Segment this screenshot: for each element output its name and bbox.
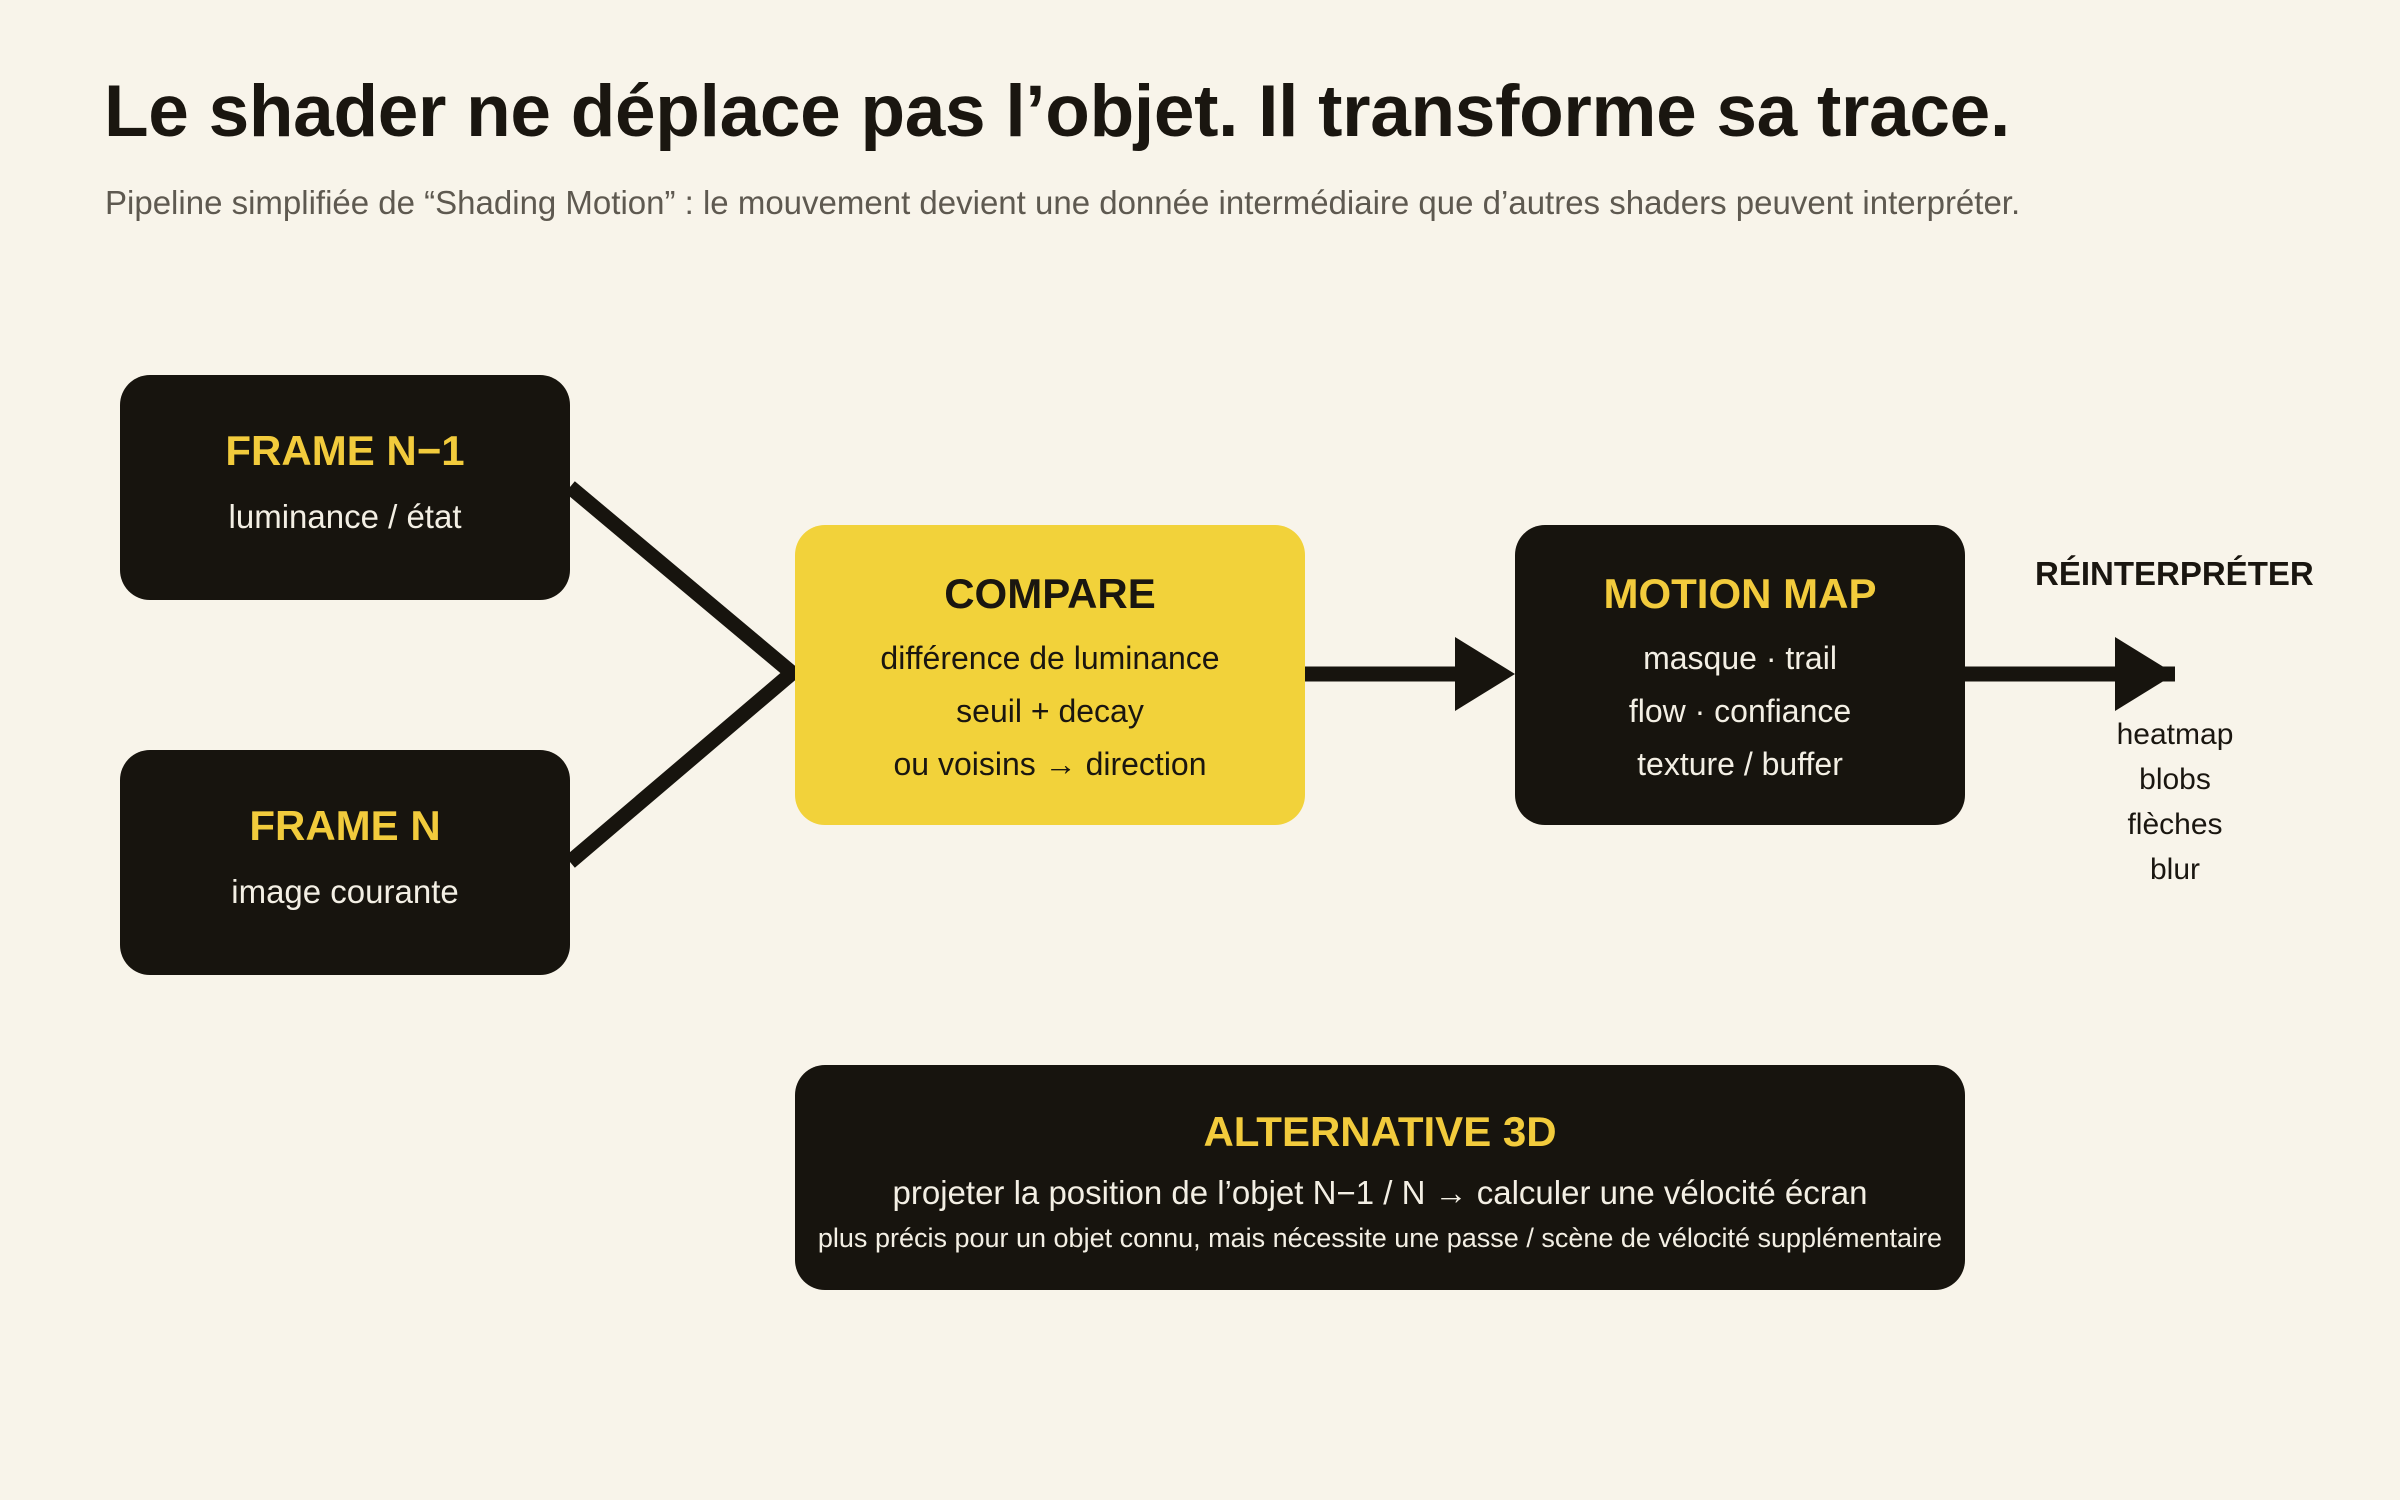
merge-connector xyxy=(565,481,804,868)
page-subtitle: Pipeline simplifiée de “Shading Motion” … xyxy=(105,184,2021,221)
reinterpret-label: RÉINTERPRÉTER xyxy=(2035,555,2314,592)
frame-n-title: FRAME N xyxy=(249,802,441,849)
page-title: Le shader ne déplace pas l’objet. Il tra… xyxy=(104,71,2010,152)
compare-to-motion-arrowhead xyxy=(1455,637,1515,711)
frame-n-minus-1-node: FRAME N−1 luminance / état xyxy=(120,375,570,600)
compare-line: différence de luminance xyxy=(880,640,1220,676)
output-item: blur xyxy=(2149,853,2201,886)
output-list: heatmap blobs flèches blur xyxy=(2035,712,2315,892)
motion-map-node: MOTION MAP masque · trail flow · confian… xyxy=(1515,525,1965,825)
compare-node: COMPARE différence de luminance seuil + … xyxy=(795,525,1305,825)
compare-title: COMPARE xyxy=(944,570,1156,617)
alternative-3d-description: projeter la position de l’objet N−1 / N … xyxy=(892,1174,1868,1211)
output-item: flèches xyxy=(2127,808,2223,841)
motion-map-line: masque · trail xyxy=(1643,640,1837,676)
frame-n-minus-1-title: FRAME N−1 xyxy=(225,427,465,474)
motion-map-line: flow · confiance xyxy=(1628,693,1852,729)
frame-n-minus-1-line: luminance / état xyxy=(228,498,462,535)
frame-n-line: image courante xyxy=(231,873,459,910)
alternative-3d-title: ALTERNATIVE 3D xyxy=(1203,1108,1557,1155)
motion-to-outputs-arrowhead xyxy=(2115,637,2175,711)
alternative-3d-note: plus précis pour un objet connu, mais né… xyxy=(817,1223,1943,1253)
motion-map-line: texture / buffer xyxy=(1637,746,1843,782)
frame-n-node: FRAME N image courante xyxy=(120,750,570,975)
output-item: blobs xyxy=(2139,763,2211,796)
alternative-3d-node: ALTERNATIVE 3D projeter la position de l… xyxy=(795,1065,1965,1290)
compare-line: ou voisins → direction xyxy=(893,746,1207,782)
compare-line: seuil + decay xyxy=(956,693,1144,729)
motion-map-title: MOTION MAP xyxy=(1603,570,1877,617)
output-item: heatmap xyxy=(2116,718,2234,751)
